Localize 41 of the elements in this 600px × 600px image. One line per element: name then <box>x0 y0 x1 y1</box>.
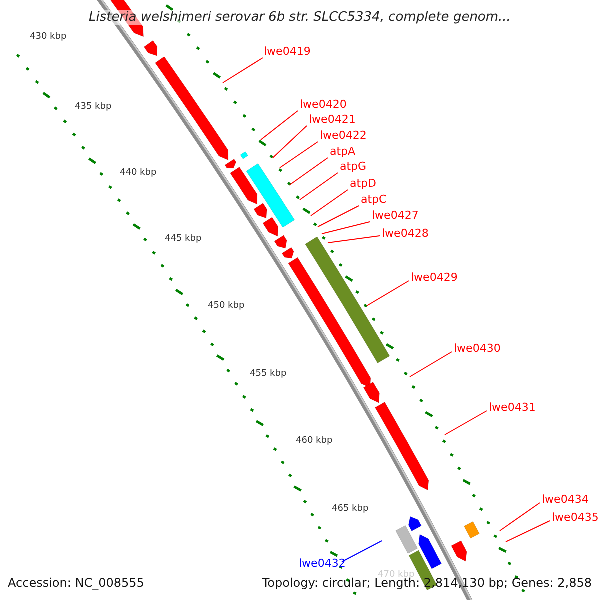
leader-line <box>222 58 264 84</box>
gene-label: lwe0434 <box>542 494 589 505</box>
leader-line <box>272 126 308 158</box>
gene-label: lwe0429 <box>411 272 458 283</box>
gene-label: lwe0428 <box>382 228 429 239</box>
leader-line <box>366 280 410 306</box>
gene-label: lwe0430 <box>454 343 501 354</box>
tick-label: 445 kbp <box>165 235 202 244</box>
gene-label: lwe0435 <box>552 512 599 523</box>
gene-label: atpC <box>361 194 387 205</box>
leader-line <box>300 172 338 200</box>
gene-label: lwe0420 <box>300 99 347 110</box>
gene-label: lwe0432 <box>299 558 346 569</box>
leader-line <box>280 142 318 168</box>
leader-line <box>310 190 348 216</box>
leader-line <box>342 540 382 562</box>
leader-line <box>318 206 360 228</box>
gene-label: atpA <box>330 146 356 157</box>
tick-label: 455 kbp <box>250 370 287 379</box>
leader-line <box>500 502 540 532</box>
gene-label: lwe0419 <box>264 46 311 57</box>
gene-label: atpG <box>340 161 367 172</box>
gene-label: lwe0422 <box>320 130 367 141</box>
tick-label: 450 kbp <box>208 302 245 311</box>
gene-label: lwe0427 <box>372 210 419 221</box>
leader-line <box>506 520 550 542</box>
gene-label: atpD <box>350 178 377 189</box>
tick-label: 460 kbp <box>296 437 333 446</box>
leader-line <box>444 410 488 436</box>
tick-label: 440 kbp <box>120 169 157 178</box>
leader-line <box>290 158 328 186</box>
leader-line <box>260 110 298 140</box>
leader-line <box>410 352 452 378</box>
gene-label: lwe0421 <box>309 114 356 125</box>
accession-text: Accession: NC_008555 <box>8 577 144 589</box>
tick-label: 435 kbp <box>75 103 112 112</box>
tick-label: 430 kbp <box>30 33 67 42</box>
gene-label: lwe0431 <box>489 402 536 413</box>
tick-label: 465 kbp <box>332 505 369 514</box>
leader-line <box>328 236 380 244</box>
leader-line <box>322 222 370 234</box>
